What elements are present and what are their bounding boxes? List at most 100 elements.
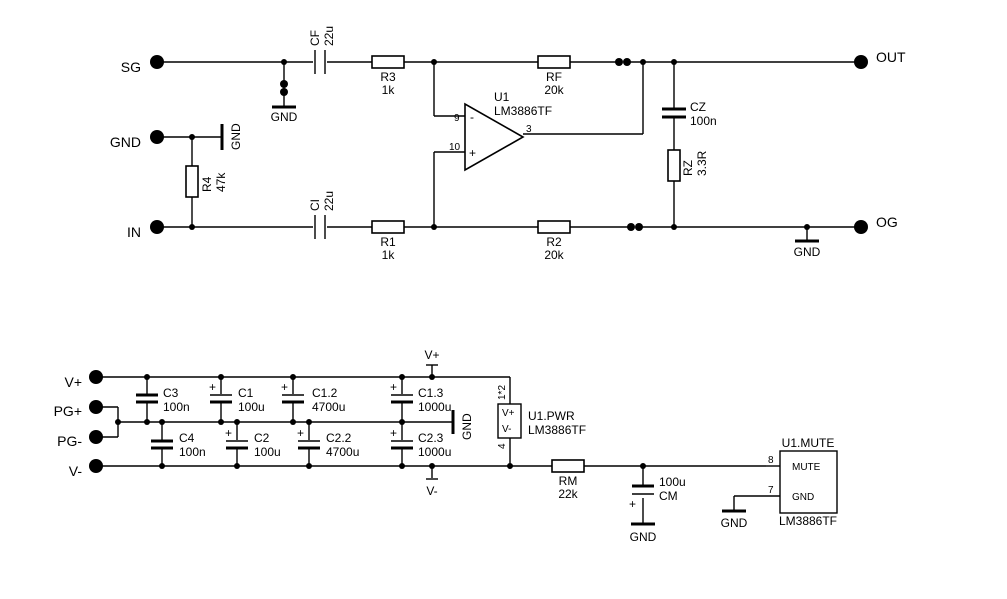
u1-pwr-name: U1.PWR [528, 409, 575, 423]
junction-dots [189, 58, 810, 231]
r1-name: R1 [380, 235, 396, 249]
resistor-r1: R1 1k [371, 220, 405, 262]
u1-mute-name: U1.MUTE [782, 436, 835, 450]
capacitor-c2-2: + C2.2 4700u [297, 422, 359, 466]
c3-name: C3 [163, 386, 179, 400]
r4-name: R4 [200, 176, 214, 192]
r4-value: 47k [214, 172, 228, 192]
pwr-pin-1: 1*2 [497, 385, 508, 400]
r3-name: R3 [380, 70, 396, 84]
port-label-vminus: V- [69, 463, 83, 479]
cz-value: 100n [690, 114, 717, 128]
cf-name: CF [308, 30, 322, 46]
capacitor-cf: CF 22u [308, 26, 336, 74]
ground-label: GND [794, 245, 821, 259]
pin-10: 10 [449, 142, 461, 153]
capacitor-c2: + C2 100u [225, 422, 281, 466]
capacitor-c1-2: + C1.2 4700u [281, 377, 345, 422]
c2-2-value: 4700u [326, 445, 359, 459]
rz-name: RZ [681, 160, 695, 176]
polarity-plus: + [297, 426, 304, 440]
cz-name: CZ [690, 100, 706, 114]
ground-label: GND [460, 413, 474, 440]
cm-name: CM [659, 489, 678, 503]
port-label-out: OUT [876, 49, 906, 65]
polarity-plus: + [281, 380, 288, 394]
resistor-rm: RM 22k [551, 459, 585, 501]
port-label-pgminus: PG- [57, 433, 82, 449]
rz-value: 3.3R [695, 150, 709, 176]
c2-name: C2 [254, 431, 270, 445]
pin-3: 3 [526, 124, 532, 135]
pwr-vplus-pin: V+ [502, 408, 515, 419]
ground-label: GND [630, 530, 657, 544]
ground-symbol: GND [271, 105, 298, 124]
u1-pwr-value: LM3886TF [528, 423, 586, 437]
capacitor-c2-3: + C2.3 1000u [390, 422, 451, 466]
mute-gnd-pin-label: GND [792, 492, 814, 503]
opamp-noninverting-sign: + [469, 146, 476, 160]
c1-2-value: 4700u [312, 400, 345, 414]
mute-pin-8: 8 [768, 455, 774, 466]
c2-3-value: 1000u [418, 445, 451, 459]
capacitor-c1-3: + C1.3 1000u [390, 377, 451, 422]
pwr-vminus-pin: V- [502, 424, 511, 435]
polarity-plus: + [390, 426, 397, 440]
c3-value: 100n [163, 400, 190, 414]
rm-name: RM [559, 474, 578, 488]
port-label-in: IN [127, 224, 141, 240]
resistor-rf: RF 20k [537, 55, 571, 97]
u1-pwr-block: V+ V- 1*2 4 U1.PWR LM3886TF [497, 385, 586, 449]
ground-symbol: GND [794, 239, 821, 259]
c1-value: 100u [238, 400, 265, 414]
u1-mute-value: LM3886TF [779, 514, 837, 528]
polarity-plus: + [629, 497, 636, 511]
amplifier-section: SG GND IN OUT OG [110, 26, 906, 262]
polarity-plus: + [225, 426, 232, 440]
r2-name: R2 [546, 235, 562, 249]
pwr-pin-4: 4 [497, 443, 508, 449]
ground-symbol: GND [220, 123, 243, 150]
c1-3-value: 1000u [418, 400, 451, 414]
c2-3-name: C2.3 [418, 431, 444, 445]
power-section: V+ PG+ PG- V- [54, 348, 838, 544]
resistor-r2: R2 20k [537, 220, 571, 262]
port-label-pgplus: PG+ [54, 403, 82, 419]
capacitor-ci: CI 22u [308, 191, 336, 239]
c4-name: C4 [179, 431, 195, 445]
zobel-network: CZ 100n RZ 3.3R [662, 62, 717, 227]
u1-value: LM3886TF [494, 104, 552, 118]
ci-value: 22u [322, 191, 336, 211]
pin-9: 9 [454, 113, 460, 124]
vminus-label: V- [426, 484, 437, 498]
capacitor-c4: C4 100n [151, 422, 206, 466]
capacitor-cm: + 100u CM GND [629, 475, 686, 544]
opamp-u1: - + U1 LM3886TF 9 10 3 [449, 90, 552, 172]
polarity-plus: + [209, 380, 216, 394]
capacitor-c3: C3 100n [136, 377, 190, 422]
u1-mute-block: U1.MUTE LM3886TF MUTE GND 8 7 GND [721, 436, 838, 530]
opamp-inverting-sign: - [470, 110, 474, 124]
r1-value: 1k [382, 248, 396, 262]
port-label-gnd: GND [110, 134, 141, 150]
c2-2-name: C2.2 [326, 431, 352, 445]
c1-name: C1 [238, 386, 254, 400]
rf-name: RF [546, 70, 562, 84]
resistor-r3: R3 1k [371, 55, 405, 97]
r3-value: 1k [382, 83, 396, 97]
polarity-plus: + [390, 380, 397, 394]
c2-value: 100u [254, 445, 281, 459]
c1-3-name: C1.3 [418, 386, 444, 400]
vplus-label: V+ [424, 348, 439, 362]
c1-2-name: C1.2 [312, 386, 338, 400]
cm-value: 100u [659, 475, 686, 489]
r2-value: 20k [544, 248, 564, 262]
ground-symbol: GND [451, 410, 474, 440]
resistor-r4: R4 47k [185, 165, 228, 198]
u1-name: U1 [494, 90, 510, 104]
port-label-og: OG [876, 214, 898, 230]
port-label-vplus: V+ [64, 374, 82, 390]
capacitor-c1: + C1 100u [209, 377, 265, 422]
ground-label: GND [721, 516, 748, 530]
port-label-sg: SG [121, 59, 141, 75]
